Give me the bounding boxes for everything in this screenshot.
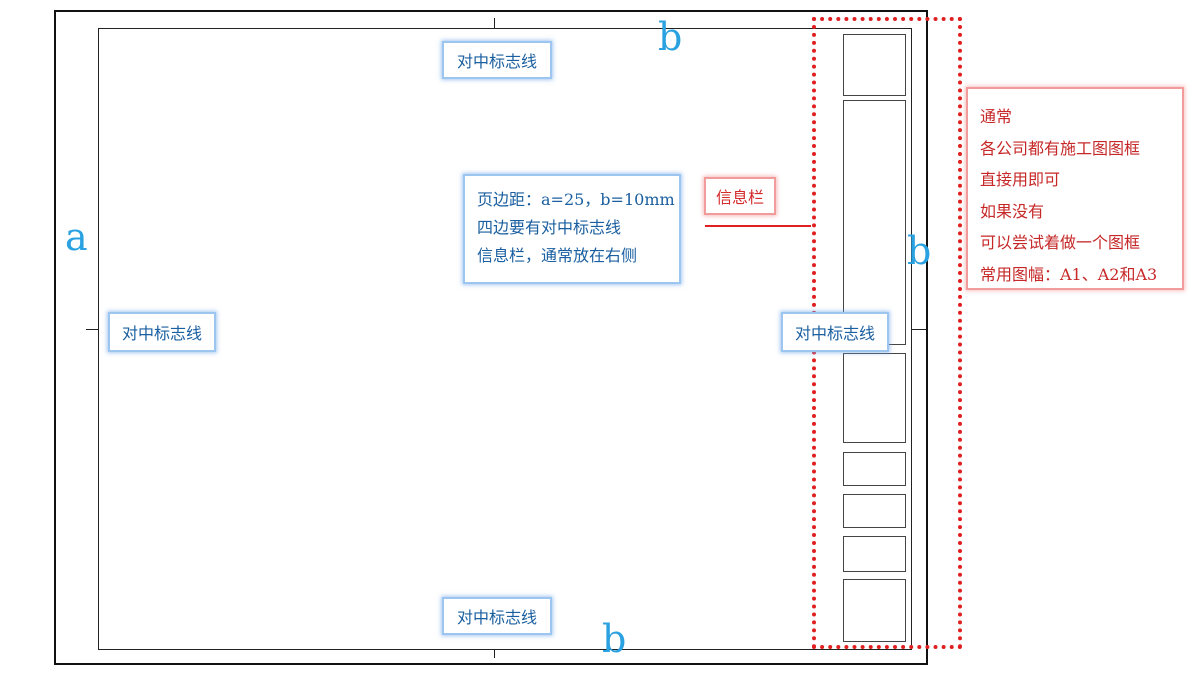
margin-note-line-2: 四边要有对中标志线	[477, 218, 622, 237]
outer-frame	[54, 10, 928, 665]
info-cell-3	[843, 353, 906, 443]
info-cell-1	[843, 34, 906, 96]
center-mark-label-top: 对中标志线	[442, 41, 552, 79]
center-tick-top	[494, 18, 495, 28]
margin-note-line-3: 信息栏，通常放在右侧	[477, 246, 638, 265]
info-cell-5	[843, 494, 906, 528]
side-note-line-3: 直接用即可	[980, 170, 1061, 189]
side-note-line-1: 通常	[980, 107, 1013, 126]
center-mark-label-right: 对中标志线	[781, 312, 889, 352]
side-note-line-2: 各公司都有施工图图框	[980, 138, 1141, 158]
center-tick-bottom	[494, 650, 495, 658]
margin-note: 页边距：a=25，b=10mm 四边要有对中标志线 信息栏，通常放在右侧	[463, 174, 681, 284]
margin-note-line-1: 页边距：a=25，b=10mm	[477, 190, 675, 209]
margin-letter-a: a	[65, 215, 88, 259]
info-cell-6	[843, 536, 906, 572]
info-bar-pointer-line	[705, 225, 811, 227]
center-mark-label-left: 对中标志线	[108, 312, 216, 352]
center-mark-label-bottom: 对中标志线	[442, 597, 552, 635]
margin-letter-b-bottom: b	[602, 617, 627, 661]
info-cell-4	[843, 452, 906, 486]
info-cell-7	[843, 579, 906, 642]
side-note-line-4: 如果没有	[980, 201, 1045, 221]
side-note: 通常 各公司都有施工图图框 直接用即可 如果没有 可以尝试着做一个图框 常用图幅…	[966, 87, 1184, 290]
side-note-line-5: 可以尝试着做一个图框	[980, 233, 1141, 252]
center-tick-left	[86, 329, 98, 330]
margin-letter-b-top: b	[658, 15, 683, 59]
side-note-line-6: 常用图幅：A1、A2和A3	[980, 264, 1158, 284]
center-tick-right	[912, 329, 926, 330]
info-bar-label: 信息栏	[704, 177, 776, 215]
margin-letter-b-right: b	[907, 229, 932, 273]
inner-frame	[98, 28, 912, 650]
